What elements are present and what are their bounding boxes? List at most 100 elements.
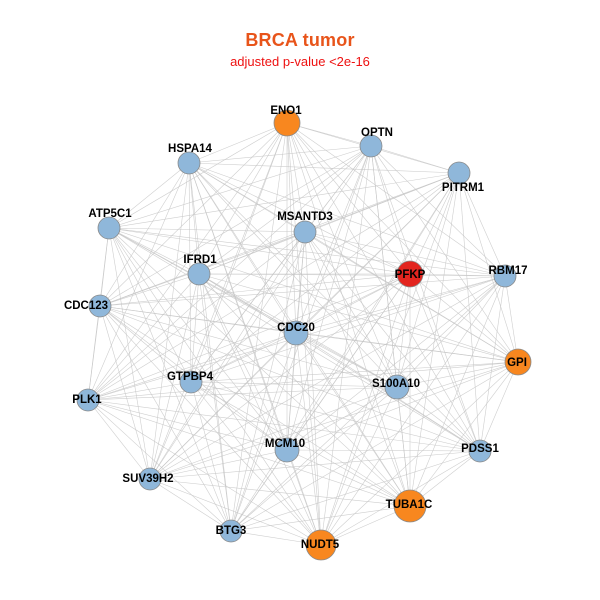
node-IFRD1[interactable] (187, 262, 211, 286)
edge-PITRM1-ATP5C1 (108, 172, 460, 229)
node-CDC20[interactable] (283, 320, 309, 346)
edge-PDSS1-BTG3 (230, 450, 481, 532)
edge-ENO1-PFKP (286, 122, 411, 275)
node-OPTN[interactable] (359, 134, 383, 158)
edge-ENO1-S100A10 (286, 122, 398, 388)
node-S100A10[interactable] (384, 374, 410, 400)
node-RBM17[interactable] (493, 264, 517, 288)
edge-OPTN-HSPA14 (188, 145, 372, 164)
edge-CDC123-SUV39H2 (99, 305, 151, 480)
edge-PDSS1-SUV39H2 (149, 450, 481, 480)
edge-OPTN-MCM10 (286, 145, 372, 451)
edge-PLK1-TUBA1C (87, 399, 411, 507)
node-GPI[interactable] (504, 348, 532, 376)
edge-RBM17-SUV39H2 (149, 275, 506, 480)
edge-HSPA14-PFKP (188, 162, 411, 275)
edge-CDC20-SUV39H2 (149, 332, 297, 480)
edge-MSANTD3-SUV39H2 (149, 231, 306, 480)
edge-MCM10-SUV39H2 (149, 449, 288, 480)
edge-PITRM1-RBM17 (458, 172, 506, 277)
edge-HSPA14-NUDT5 (188, 162, 322, 546)
edge-ENO1-TUBA1C (286, 122, 411, 507)
edge-SUV39H2-TUBA1C (149, 478, 411, 507)
edge-GPI-S100A10 (396, 361, 519, 388)
edge-ENO1-GTPBP4 (190, 122, 288, 383)
edge-HSPA14-ATP5C1 (108, 162, 190, 229)
node-ATP5C1[interactable] (97, 216, 121, 240)
edge-MCM10-NUDT5 (286, 449, 322, 546)
edge-CDC20-NUDT5 (295, 332, 322, 546)
node-MCM10[interactable] (274, 437, 300, 463)
edge-MSANTD3-TUBA1C (304, 231, 411, 507)
edge-MSANTD3-PFKP (304, 231, 411, 275)
edge-IFRD1-GTPBP4 (190, 273, 200, 383)
edge-S100A10-BTG3 (230, 386, 398, 532)
edge-CDC20-BTG3 (230, 332, 297, 532)
edge-ENO1-ATP5C1 (108, 122, 288, 229)
edge-HSPA14-PITRM1 (188, 162, 460, 174)
edge-RBM17-GPI (504, 275, 519, 363)
node-GTPBP4[interactable] (179, 370, 203, 394)
edge-HSPA14-CDC20 (188, 162, 297, 334)
edge-GTPBP4-PLK1 (87, 381, 192, 401)
edge-IFRD1-MCM10 (198, 273, 288, 451)
edge-ATP5C1-MSANTD3 (108, 227, 306, 233)
edge-ENO1-HSPA14 (188, 122, 288, 164)
edge-CDC123-TUBA1C (99, 305, 411, 507)
edge-CDC20-PLK1 (87, 332, 297, 401)
edge-PFKP-PLK1 (87, 273, 411, 401)
node-PFKP[interactable] (396, 260, 424, 288)
edge-TUBA1C-BTG3 (230, 505, 411, 532)
edge-S100A10-PLK1 (87, 386, 398, 401)
edge-PITRM1-PDSS1 (458, 172, 481, 452)
edge-CDC20-GPI (295, 332, 519, 363)
node-HSPA14[interactable] (177, 151, 201, 175)
edge-GTPBP4-MCM10 (190, 381, 288, 451)
edge-OPTN-PDSS1 (370, 145, 481, 452)
edge-MCM10-TUBA1C (286, 449, 411, 507)
edge-PITRM1-GPI (458, 172, 519, 363)
edge-CDC20-TUBA1C (295, 332, 411, 507)
node-NUDT5[interactable] (305, 529, 337, 561)
edge-ENO1-RBM17 (286, 122, 506, 277)
edge-HSPA14-PLK1 (87, 162, 190, 401)
edge-S100A10-SUV39H2 (149, 386, 398, 480)
node-TUBA1C[interactable] (393, 489, 427, 523)
edge-ATP5C1-SUV39H2 (108, 227, 151, 480)
edge-ATP5C1-NUDT5 (108, 227, 322, 546)
node-BTG3[interactable] (219, 519, 243, 543)
edge-HSPA14-PDSS1 (188, 162, 481, 452)
node-PITRM1[interactable] (447, 161, 471, 185)
edge-PITRM1-IFRD1 (198, 172, 460, 275)
node-SUV39H2[interactable] (138, 467, 162, 491)
edge-GPI-SUV39H2 (149, 361, 519, 480)
edge-OPTN-IFRD1 (198, 145, 372, 275)
edge-S100A10-NUDT5 (320, 386, 398, 546)
edge-GPI-MCM10 (286, 361, 519, 451)
edge-OPTN-PITRM1 (370, 145, 460, 174)
edge-CDC123-PDSS1 (99, 305, 481, 452)
edge-PFKP-S100A10 (396, 273, 411, 388)
edge-RBM17-GTPBP4 (190, 275, 506, 383)
edge-OPTN-GPI (370, 145, 519, 363)
edge-ATP5C1-GTPBP4 (108, 227, 192, 383)
edge-PFKP-NUDT5 (320, 273, 411, 546)
node-CDC123[interactable] (88, 294, 112, 318)
edge-OPTN-ATP5C1 (108, 145, 372, 229)
node-ENO1[interactable] (273, 109, 301, 137)
edge-MSANTD3-RBM17 (304, 231, 506, 277)
node-PDSS1[interactable] (468, 439, 492, 463)
edge-ENO1-MSANTD3 (286, 122, 306, 233)
edge-OPTN-NUDT5 (320, 145, 372, 546)
edge-PFKP-PDSS1 (409, 273, 481, 452)
edge-MSANTD3-GTPBP4 (190, 231, 306, 383)
edge-RBM17-MCM10 (286, 275, 506, 451)
edge-GTPBP4-S100A10 (190, 381, 398, 388)
node-PLK1[interactable] (76, 388, 100, 412)
edge-PFKP-CDC20 (295, 273, 411, 334)
edge-IFRD1-BTG3 (198, 273, 232, 532)
edge-GPI-GTPBP4 (190, 361, 519, 383)
node-MSANTD3[interactable] (293, 220, 317, 244)
